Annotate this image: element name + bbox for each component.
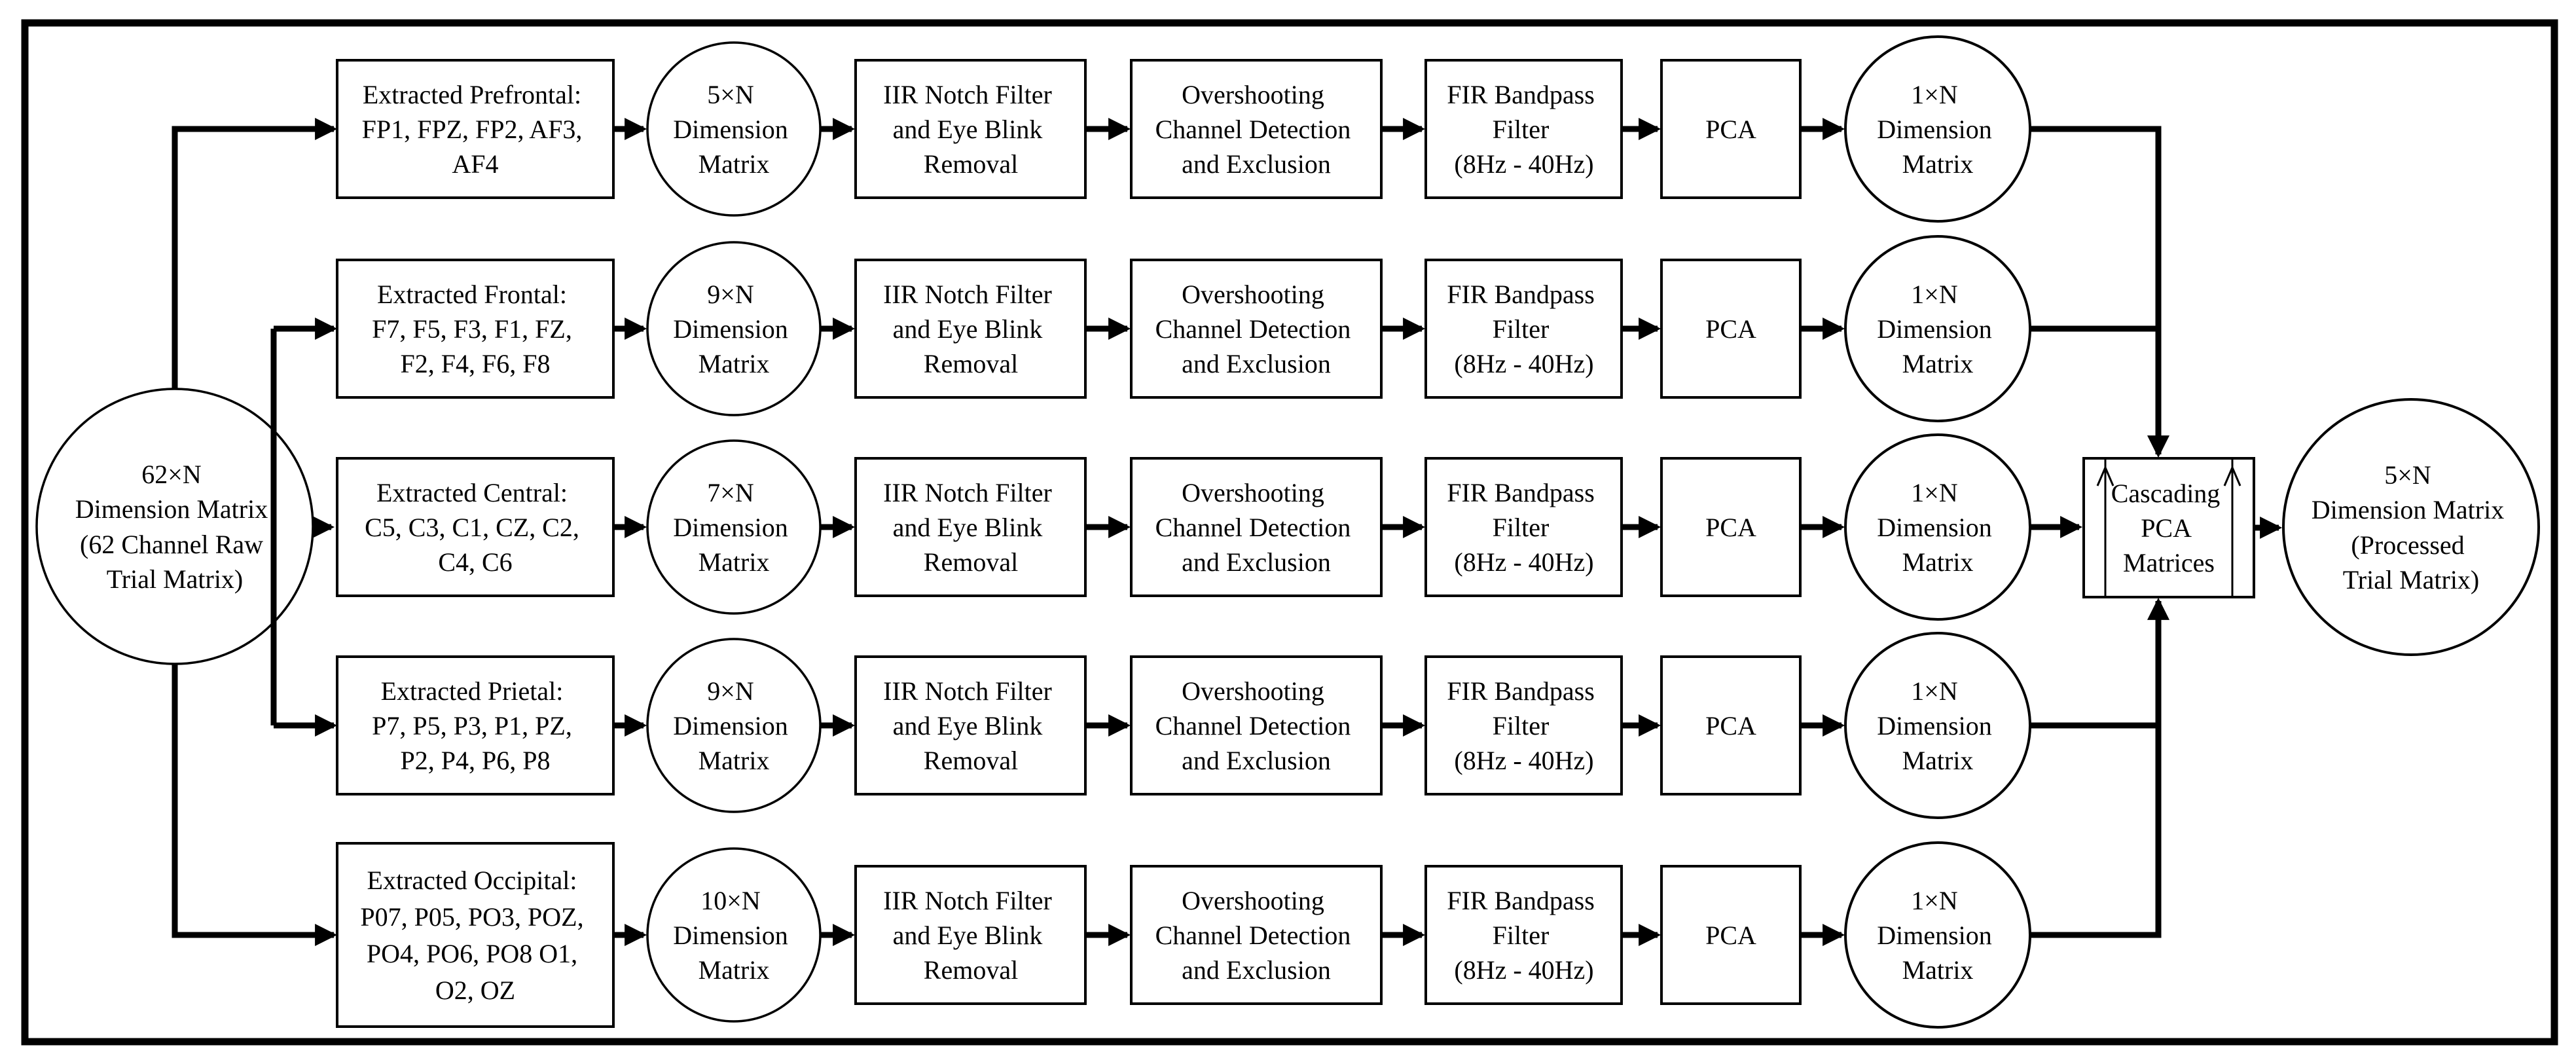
frontal-out-matrix-node xyxy=(1844,235,2031,422)
prietal-dim-matrix-label: 9×N Dimension Matrix xyxy=(673,676,795,775)
central-dim-matrix-label: 7×N Dimension Matrix xyxy=(673,478,795,577)
prietal-iir-notch-box xyxy=(854,655,1087,795)
prefrontal-region-box xyxy=(336,59,615,199)
central-iir-notch-label: IIR Notch Filter and Eye Blink Removal xyxy=(883,478,1059,577)
output-matrix-node: 5×N Dimension Matrix (Processed Trial Ma… xyxy=(2282,398,2540,656)
prietal-region-label: Extracted Prietal: P7, P5, P3, P1, PZ, P… xyxy=(372,676,579,775)
frontal-region-box xyxy=(336,259,615,399)
prefrontal-region-label: Extracted Prefrontal: FP1, FPZ, FP2, AF3… xyxy=(362,80,589,179)
prefrontal-iir-notch-box xyxy=(854,59,1087,199)
connector-row5-to-cascade-bottom xyxy=(2030,597,2169,938)
row-frontal: Extracted Frontal: F7, F5, F3, F1, FZ, F… xyxy=(336,235,2031,422)
output-matrix-label: 5×N Dimension Matrix (Processed Trial Ma… xyxy=(2312,460,2511,594)
central-region-box xyxy=(336,457,615,597)
frontal-overshoot-label: Overshooting Channel Detection and Exclu… xyxy=(1155,280,1358,378)
central-out-matrix-node xyxy=(1844,433,2031,621)
occipital-region-label: Extracted Occipital: P07, P05, PO3, POZ,… xyxy=(360,866,590,1005)
frontal-fir-bandpass-label: FIR Bandpass Filter (8Hz - 40Hz) xyxy=(1447,280,1601,378)
central-dim-matrix-node xyxy=(646,439,822,615)
prietal-pca-label: PCA xyxy=(1705,711,1756,740)
cascade-inner-left-up-arrow-icon xyxy=(2096,465,2114,486)
connector-input-to-occipital xyxy=(172,664,338,946)
frontal-out-matrix-label: 1×N Dimension Matrix xyxy=(1877,280,1999,378)
occipital-fir-bandpass-box xyxy=(1424,865,1623,1005)
frontal-dim-matrix-node xyxy=(646,241,822,416)
prefrontal-fir-bandpass-box xyxy=(1424,59,1623,199)
occipital-region-box xyxy=(336,842,615,1028)
prefrontal-overshoot-label: Overshooting Channel Detection and Exclu… xyxy=(1155,80,1358,179)
prietal-overshoot-box xyxy=(1130,655,1383,795)
frontal-dim-matrix-label: 9×N Dimension Matrix xyxy=(673,280,795,378)
prietal-out-matrix-label: 1×N Dimension Matrix xyxy=(1877,676,1999,775)
input-matrix-node: 62×N Dimension Matrix (62 Channel Raw Tr… xyxy=(35,388,314,665)
input-matrix-label: 62×N Dimension Matrix (62 Channel Raw Tr… xyxy=(75,460,274,594)
connector-input-to-prefrontal xyxy=(172,118,338,389)
frontal-pca-box xyxy=(1660,259,1802,399)
prefrontal-dim-matrix-label: 5×N Dimension Matrix xyxy=(673,80,795,179)
connector-row1-to-cascade-top xyxy=(2030,126,2169,458)
prefrontal-fir-bandpass-label: FIR Bandpass Filter (8Hz - 40Hz) xyxy=(1447,80,1601,179)
prefrontal-pca-label: PCA xyxy=(1705,115,1756,144)
frontal-region-label: Extracted Frontal: F7, F5, F3, F1, FZ, F… xyxy=(372,280,579,378)
central-out-matrix-label: 1×N Dimension Matrix xyxy=(1877,478,1999,577)
prietal-fir-bandpass-box xyxy=(1424,655,1623,795)
prietal-region-box xyxy=(336,655,615,795)
occipital-out-matrix-node xyxy=(1844,841,2031,1029)
figure-border xyxy=(21,19,2558,1046)
prefrontal-pca-box xyxy=(1660,59,1802,199)
row-prefrontal: Extracted Prefrontal: FP1, FPZ, FP2, AF3… xyxy=(336,35,2031,223)
row-occipital: Extracted Occipital: P07, P05, PO3, POZ,… xyxy=(336,841,2031,1029)
pipeline-connectors xyxy=(613,118,1845,946)
frontal-iir-notch-label: IIR Notch Filter and Eye Blink Removal xyxy=(883,280,1059,378)
prietal-fir-bandpass-label: FIR Bandpass Filter (8Hz - 40Hz) xyxy=(1447,676,1601,775)
prefrontal-iir-notch-label: IIR Notch Filter and Eye Blink Removal xyxy=(883,80,1059,179)
occipital-pca-box xyxy=(1660,865,1802,1005)
cascading-pca-node: Cascading PCA Matrices xyxy=(2082,457,2255,598)
occipital-dim-matrix-label: 10×N Dimension Matrix xyxy=(673,886,795,985)
central-pca-label: PCA xyxy=(1705,513,1756,542)
central-region-label: Extracted Central: C5, C3, C1, CZ, C2, C… xyxy=(365,478,586,577)
frontal-overshoot-box xyxy=(1130,259,1383,399)
occipital-overshoot-label: Overshooting Channel Detection and Exclu… xyxy=(1155,886,1358,985)
input-fanout-connectors xyxy=(172,118,338,946)
prietal-overshoot-label: Overshooting Channel Detection and Exclu… xyxy=(1155,676,1358,775)
prefrontal-overshoot-box xyxy=(1130,59,1383,199)
central-iir-notch-box xyxy=(854,457,1087,597)
frontal-fir-bandpass-box xyxy=(1424,259,1623,399)
output-matrix-ellipse xyxy=(2282,398,2540,656)
prefrontal-dim-matrix-node xyxy=(646,41,822,217)
occipital-pca-label: PCA xyxy=(1705,921,1756,950)
frontal-iir-notch-box xyxy=(854,259,1087,399)
merge-connectors xyxy=(2030,126,2283,938)
occipital-iir-notch-box xyxy=(854,865,1087,1005)
central-pca-box xyxy=(1660,457,1802,597)
occipital-fir-bandpass-label: FIR Bandpass Filter (8Hz - 40Hz) xyxy=(1447,886,1601,985)
central-overshoot-box xyxy=(1130,457,1383,597)
central-overshoot-label: Overshooting Channel Detection and Exclu… xyxy=(1155,478,1358,577)
cascade-inner-right-up-arrow-icon xyxy=(2223,465,2241,486)
prietal-pca-box xyxy=(1660,655,1802,795)
prietal-iir-notch-label: IIR Notch Filter and Eye Blink Removal xyxy=(883,676,1059,775)
prietal-dim-matrix-node xyxy=(646,638,822,813)
central-fir-bandpass-label: FIR Bandpass Filter (8Hz - 40Hz) xyxy=(1447,478,1601,577)
occipital-dim-matrix-node xyxy=(646,847,822,1023)
frontal-pca-label: PCA xyxy=(1705,314,1756,344)
prefrontal-out-matrix-label: 1×N Dimension Matrix xyxy=(1877,80,1999,179)
row-central: Extracted Central: C5, C3, C1, CZ, C2, C… xyxy=(336,433,2031,621)
occipital-out-matrix-label: 1×N Dimension Matrix xyxy=(1877,886,1999,985)
occipital-overshoot-box xyxy=(1130,865,1383,1005)
row-prietal: Extracted Prietal: P7, P5, P3, P1, PZ, P… xyxy=(336,632,2031,819)
prietal-out-matrix-node xyxy=(1844,632,2031,819)
central-fir-bandpass-box xyxy=(1424,457,1623,597)
cascading-pca-label: Cascading PCA Matrices xyxy=(2111,479,2227,577)
prefrontal-out-matrix-node xyxy=(1844,35,2031,223)
occipital-iir-notch-label: IIR Notch Filter and Eye Blink Removal xyxy=(883,886,1059,985)
